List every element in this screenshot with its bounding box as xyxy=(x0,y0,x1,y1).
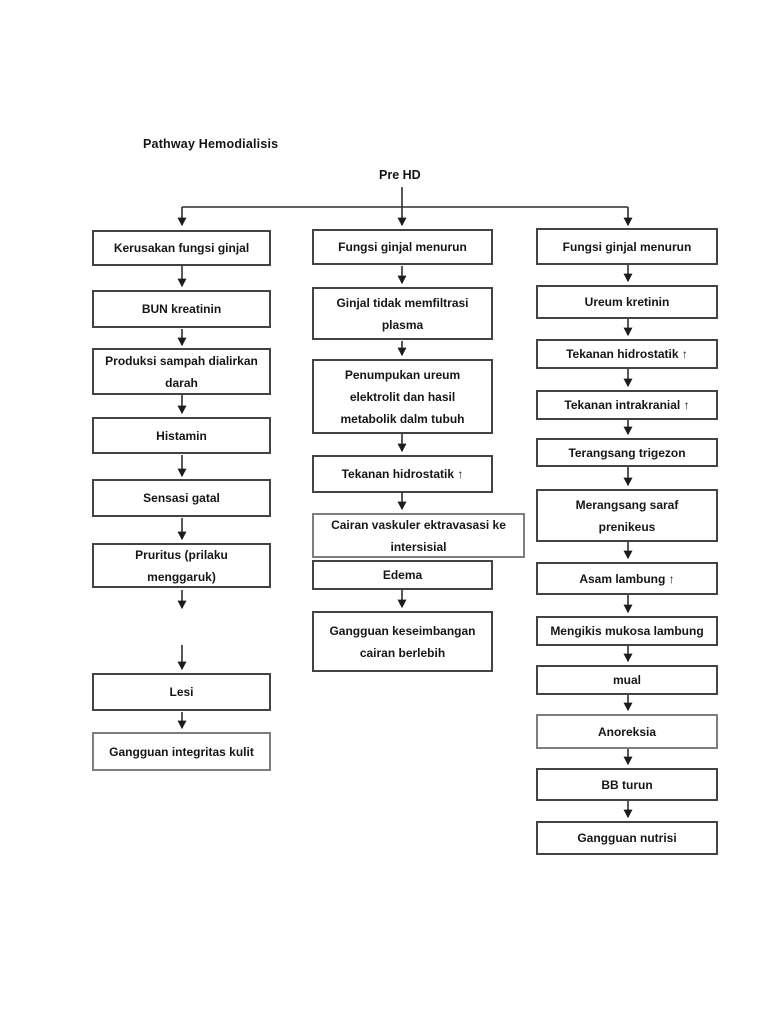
flow-box-sensasi-gatal: Sensasi gatal xyxy=(92,479,271,517)
flow-box-mengikis-mukosa-lambung: Mengikis mukosa lambung xyxy=(536,616,718,646)
root-node-label: Pre HD xyxy=(379,168,421,182)
box-label: menggaruk) xyxy=(147,569,216,584)
flow-box-tekanan-hidrostatik-right: Tekanan hidrostatik ↑ xyxy=(536,339,718,369)
flow-box-pruritus-prilaku-menggaruk: Pruritus (prilaku menggaruk) xyxy=(92,543,271,588)
flow-box-ginjal-tidak-memfiltrasi-plasma: Ginjal tidak memfiltrasi plasma xyxy=(312,287,493,340)
box-label: metabolik dalm tubuh xyxy=(340,411,465,426)
box-label: Produksi sampah dialirkan xyxy=(105,353,258,368)
flow-box-fungsi-ginjal-menurun-middle: Fungsi ginjal menurun xyxy=(312,229,493,265)
flow-box-tekanan-hidrostatik-middle: Tekanan hidrostatik ↑ xyxy=(312,455,493,493)
box-label: Gangguan integritas kulit xyxy=(109,744,254,759)
box-label: Lesi xyxy=(169,685,194,699)
box-label: Penumpukan ureum xyxy=(344,367,461,382)
flow-box-fungsi-ginjal-menurun-right: Fungsi ginjal menurun xyxy=(536,228,718,265)
box-label: intersisial xyxy=(390,539,447,554)
flow-box-produksi-sampah-dialirkan-darah: Produksi sampah dialirkan darah xyxy=(92,348,271,395)
box-label: Fungsi ginjal menurun xyxy=(562,239,692,254)
flow-box-gangguan-integritas-kulit: Gangguan integritas kulit xyxy=(92,732,271,771)
box-label: prenikeus xyxy=(598,519,656,534)
box-label: Ginjal tidak memfiltrasi xyxy=(336,295,469,310)
flow-box-gangguan-nutrisi: Gangguan nutrisi xyxy=(536,821,718,855)
flow-box-penumpukan-ureum-elektrolit: Penumpukan ureum elektrolit dan hasil me… xyxy=(312,359,493,434)
box-label: Gangguan nutrisi xyxy=(577,831,677,845)
box-label: Pruritus (prilaku xyxy=(135,547,228,562)
flow-box-edema: Edema xyxy=(312,560,493,590)
flow-box-kerusakan-fungsi-ginjal: Kerusakan fungsi ginjal xyxy=(92,230,271,266)
flow-box-bb-turun: BB turun xyxy=(536,768,718,801)
flow-box-merangsang-saraf-prenikeus: Merangsang saraf prenikeus xyxy=(536,489,718,542)
box-label: Anoreksia xyxy=(597,724,657,739)
box-label: Edema xyxy=(382,568,423,582)
box-label: BUN kreatinin xyxy=(141,302,222,316)
box-label: cairan berlebih xyxy=(359,645,446,660)
box-label: Histamin xyxy=(156,428,207,443)
flow-box-tekanan-intrakranial: Tekanan intrakranial ↑ xyxy=(536,390,718,420)
box-label: darah xyxy=(165,375,198,390)
box-label: Kerusakan fungsi ginjal xyxy=(113,241,250,255)
box-label: Ureum kretinin xyxy=(584,295,670,309)
flow-box-mual: mual xyxy=(536,665,718,695)
box-label: Tekanan hidrostatik ↑ xyxy=(341,467,464,481)
flow-box-histamin: Histamin xyxy=(92,417,271,454)
box-label: Tekanan intrakranial ↑ xyxy=(564,398,690,412)
flow-box-ureum-kretinin: Ureum kretinin xyxy=(536,285,718,319)
flow-box-lesi: Lesi xyxy=(92,673,271,711)
flow-box-cairan-vaskuler-ektravasasi: Cairan vaskuler ektravasasi ke intersisi… xyxy=(312,513,525,558)
flow-box-gangguan-keseimbangan-cairan: Gangguan keseimbangan cairan berlebih xyxy=(312,611,493,672)
box-label: Terangsang trigezon xyxy=(568,445,686,460)
box-label: Mengikis mukosa lambung xyxy=(550,624,704,638)
flow-box-terangsang-trigezon: Terangsang trigezon xyxy=(536,438,718,467)
box-label: BB turun xyxy=(601,777,653,792)
box-label: Merangsang saraf xyxy=(575,497,679,512)
box-label: Gangguan keseimbangan xyxy=(329,623,476,638)
box-label: Tekanan hidrostatik ↑ xyxy=(566,347,688,361)
page-title: Pathway Hemodialisis xyxy=(143,137,279,151)
box-label: Asam lambung ↑ xyxy=(579,571,675,586)
flow-box-anoreksia: Anoreksia xyxy=(536,714,718,749)
box-label: Fungsi ginjal menurun xyxy=(338,240,467,254)
flow-box-asam-lambung: Asam lambung ↑ xyxy=(536,562,718,595)
box-label: elektrolit dan hasil xyxy=(349,389,456,404)
box-label: plasma xyxy=(381,317,424,332)
box-label: Cairan vaskuler ektravasasi ke xyxy=(331,517,506,532)
flow-box-bun-kreatinin: BUN kreatinin xyxy=(92,290,271,328)
box-label: mual xyxy=(612,673,641,687)
box-label: Sensasi gatal xyxy=(143,491,220,505)
